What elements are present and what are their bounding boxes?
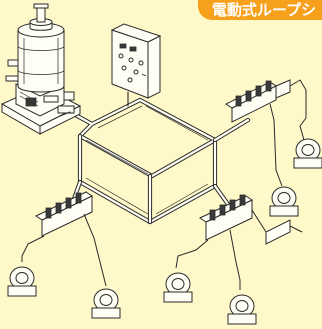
bearing-unit-icon (163, 272, 193, 303)
control-panel-icon (110, 23, 162, 107)
distribution-valve-icon (175, 194, 303, 290)
bearing-unit-icon (293, 125, 322, 169)
bearing-unit-icon (91, 288, 121, 319)
loop-piping (67, 97, 251, 225)
title-badge: 電動式ループシ (197, 0, 322, 20)
bearing-unit-icon (7, 266, 37, 297)
bearing-unit-icon (227, 294, 257, 325)
distribution-valve-icon (21, 191, 107, 287)
lubrication-pump-icon (0, 3, 82, 135)
bearing-unit-icon (269, 186, 299, 217)
distribution-valve-icon (225, 79, 307, 187)
